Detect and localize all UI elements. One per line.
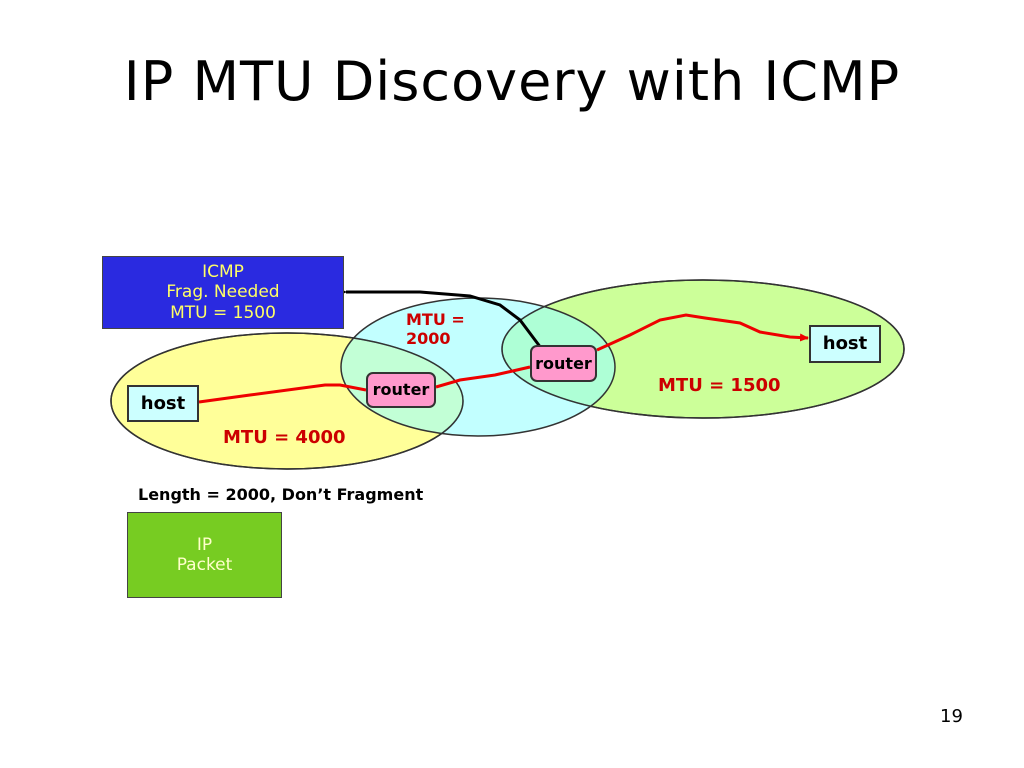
packet-caption: Length = 2000, Don’t Fragment [138, 485, 424, 504]
page-number: 19 [940, 706, 963, 727]
mtu-4000-label: MTU = 4000 [223, 427, 346, 448]
left-network-outline [110, 332, 464, 470]
ip-packet-line-1: IP [196, 534, 213, 555]
icmp-line-3: MTU = 1500 [170, 302, 276, 323]
icmp-line-2: Frag. Needed [166, 282, 280, 303]
icmp-return-arrow [336, 287, 552, 361]
mtu-2000-label: MTU = 2000 [406, 310, 465, 348]
right-network-outline [501, 279, 905, 419]
host-left: host [127, 385, 199, 422]
ip-packet-line-2: Packet [176, 555, 233, 575]
packet-path-line [198, 313, 808, 404]
icmp-frag-needed-box: ICMP Frag. Needed MTU = 1500 [102, 256, 344, 329]
mtu-1500-label: MTU = 1500 [658, 375, 781, 396]
mtu-2000-label-line-1: MTU = [406, 310, 465, 329]
mtu-2000-label-line-2: 2000 [406, 329, 451, 349]
router-right: router [530, 345, 597, 382]
slide-title: IP MTU Discovery with ICMP [123, 50, 901, 113]
icmp-line-1: ICMP [202, 261, 244, 282]
ip-packet-box: IP Packet [127, 512, 282, 598]
router-left: router [366, 372, 436, 408]
host-right: host [809, 325, 881, 363]
